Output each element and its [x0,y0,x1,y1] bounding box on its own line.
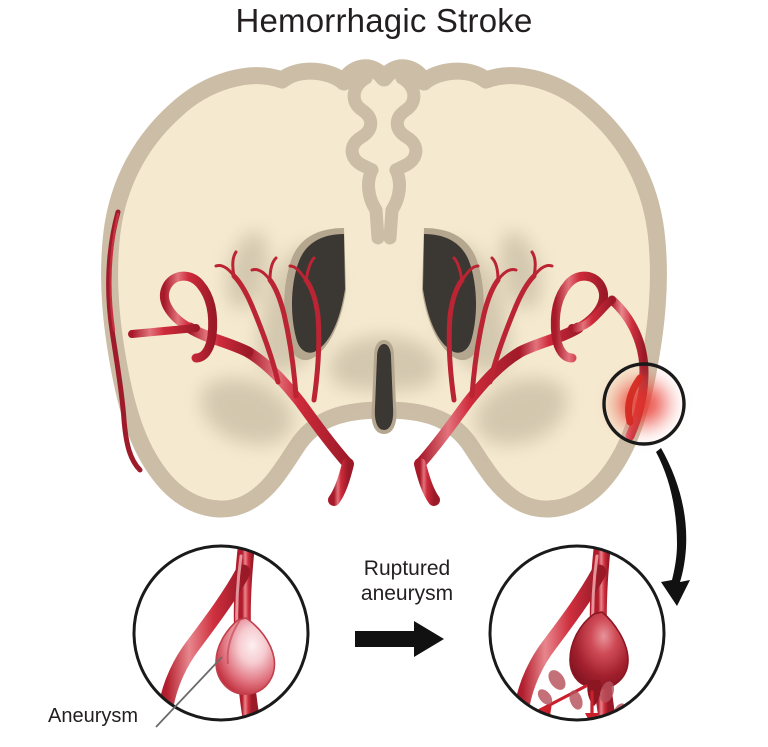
artery-basilar-right [414,458,440,506]
midline-fissure [345,71,423,245]
callout-arrow [656,448,690,606]
artery-tree-left [128,250,354,470]
figure-title: Hemorrhagic Stroke [235,2,533,39]
inset-right-outline [488,544,666,722]
ruptured-aneurysm-label: Ruptured aneurysm [337,556,477,606]
aneurysm-leader-line [155,656,223,728]
artery-left-cortical [106,209,143,473]
hemorrhage-blood-blur [598,368,678,440]
ruptured-aneurysm-label-line2: aneurysm [360,582,454,605]
cerebral-arteries [106,209,649,506]
artery-tree-right [414,250,616,470]
lateral-ventricles [284,228,484,361]
ruptured-aneurysm-label-line1: Ruptured [363,557,451,580]
artery-basilar-left [328,458,354,506]
hemorrhage-site [598,362,686,446]
aneurysm-label: Aneurysm [48,705,139,727]
brain-cortex-outline [101,59,667,518]
progression-arrow [355,621,444,657]
inset-intact-aneurysm [132,544,310,722]
inset-ruptured-aneurysm [488,544,666,722]
brain-cross-section [101,59,667,518]
third-ventricle [371,340,397,434]
hemorrhage-circle-outline [602,362,686,446]
inset-left-outline [132,544,310,722]
